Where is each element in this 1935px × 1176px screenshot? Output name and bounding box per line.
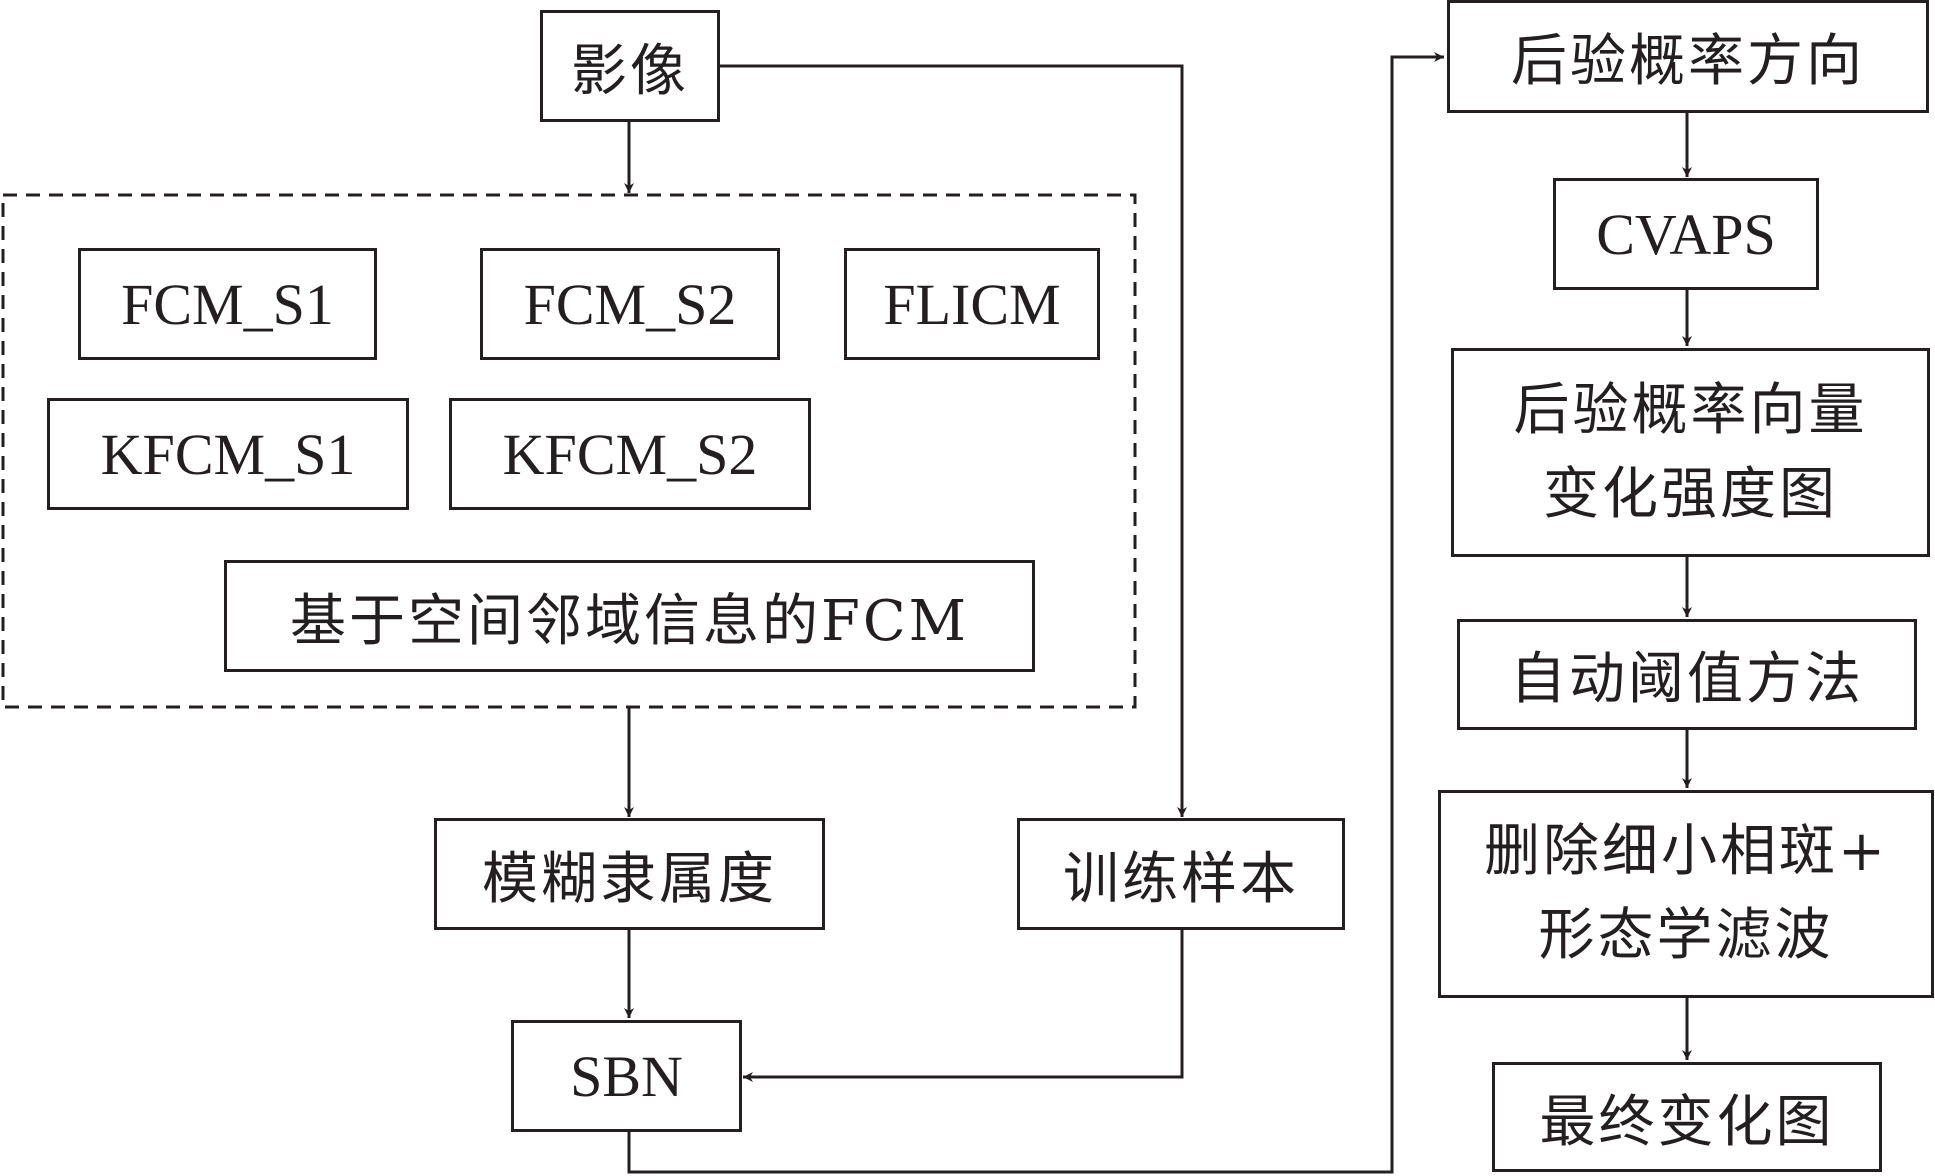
kfcm-s2-node: KFCM_S2 [449, 398, 811, 510]
arrow-sbn-to-posterior-direction [627, 52, 1444, 1174]
auto-threshold-node: 自动阈值方法 [1457, 619, 1917, 730]
remove-patches-line-2: 形态学滤波 [1538, 903, 1834, 968]
cvaps-node: CVAPS [1553, 178, 1819, 290]
spatial-fcm-node: 基于空间邻域信息的FCM [224, 560, 1035, 672]
fcm-variants-group-frame [1, 193, 1137, 709]
arrow-image-to-training-samples [718, 64, 1187, 817]
sbn-node: SBN [511, 1020, 742, 1132]
posterior-intensity-line-2: 变化强度图 [1543, 461, 1838, 527]
fcm-s2-node: FCM_S2 [480, 248, 780, 360]
arrow-training-samples-to-sbn [743, 930, 1184, 1082]
remove-patches-node: 删除细小相斑+ 形态学滤波 [1438, 790, 1934, 998]
fcm-s1-node: FCM_S1 [78, 248, 377, 360]
posterior-direction-node: 后验概率方向 [1447, 0, 1929, 113]
flicm-node: FLICM [844, 248, 1100, 360]
remove-patches-line-1: 删除细小相斑+ [1484, 819, 1888, 884]
posterior-intensity-line-1: 后验概率向量 [1513, 377, 1868, 443]
posterior-intensity-map-node: 后验概率向量 变化强度图 [1451, 348, 1930, 557]
training-samples-node: 训练样本 [1017, 818, 1345, 930]
image-node: 影像 [540, 10, 720, 122]
fuzzy-membership-node: 模糊隶属度 [434, 818, 825, 930]
kfcm-s1-node: KFCM_S1 [47, 398, 409, 510]
final-change-map-node: 最终变化图 [1492, 1062, 1882, 1172]
